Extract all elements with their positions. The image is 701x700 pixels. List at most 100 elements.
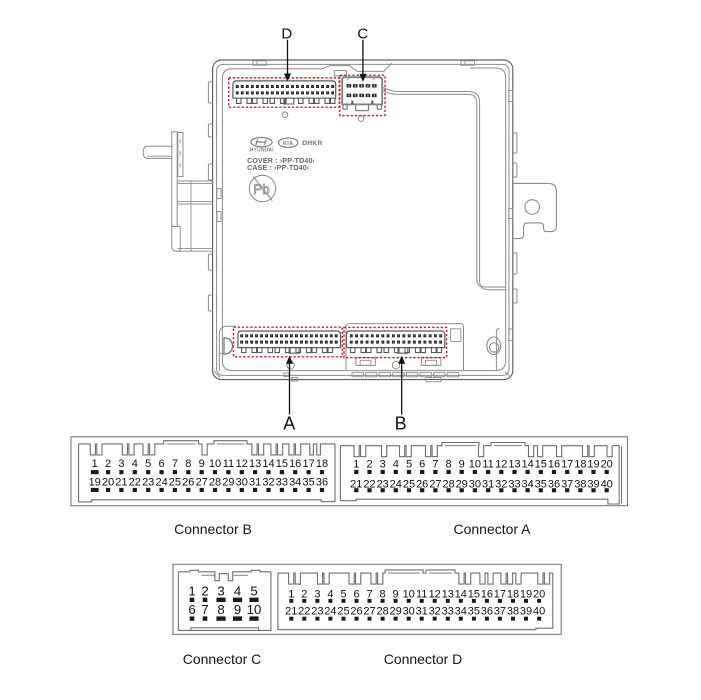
svg-text:33: 33	[508, 478, 520, 490]
svg-text:1: 1	[288, 588, 294, 600]
svg-text:16: 16	[481, 588, 493, 600]
svg-text:CASE : ›PP-TD40‹: CASE : ›PP-TD40‹	[247, 164, 310, 172]
svg-text:24: 24	[324, 606, 336, 618]
svg-text:20: 20	[102, 477, 114, 489]
svg-text:7: 7	[201, 602, 208, 617]
svg-text:21: 21	[285, 606, 297, 618]
svg-text:1: 1	[353, 458, 359, 470]
svg-text:5: 5	[145, 458, 151, 470]
svg-text:13: 13	[508, 458, 520, 470]
svg-text:19: 19	[520, 588, 532, 600]
svg-text:37: 37	[561, 478, 573, 490]
svg-text:3: 3	[217, 584, 224, 599]
svg-text:21: 21	[350, 478, 362, 490]
svg-text:3: 3	[380, 458, 386, 470]
svg-text:13: 13	[249, 458, 261, 470]
svg-text:5: 5	[406, 458, 412, 470]
svg-text:11: 11	[482, 458, 493, 470]
svg-text:15: 15	[535, 458, 547, 470]
svg-text:2: 2	[105, 458, 111, 470]
svg-text:1: 1	[188, 584, 195, 599]
svg-text:8: 8	[380, 588, 386, 600]
svg-text:12: 12	[495, 458, 507, 470]
svg-text:36: 36	[481, 606, 493, 618]
svg-text:15: 15	[276, 458, 288, 470]
svg-text:14: 14	[262, 458, 274, 470]
svg-text:DHKR: DHKR	[302, 140, 322, 147]
svg-text:7: 7	[366, 588, 372, 600]
svg-text:29: 29	[456, 478, 468, 490]
svg-text:27: 27	[196, 477, 208, 489]
svg-text:COVER : ›PP-TD40‹: COVER : ›PP-TD40‹	[247, 157, 315, 165]
svg-text:23: 23	[377, 478, 389, 490]
svg-text:Connector A: Connector A	[453, 521, 531, 537]
svg-text:40: 40	[601, 478, 613, 490]
svg-text:39: 39	[520, 606, 532, 618]
svg-text:12: 12	[429, 588, 441, 600]
svg-text:6: 6	[188, 602, 195, 617]
svg-text:D: D	[281, 26, 292, 43]
svg-text:3: 3	[314, 588, 320, 600]
svg-text:23: 23	[311, 606, 323, 618]
svg-text:KIA: KIA	[283, 141, 294, 147]
svg-text:19: 19	[587, 458, 599, 470]
svg-text:15: 15	[468, 588, 480, 600]
svg-text:13: 13	[442, 588, 454, 600]
svg-text:10: 10	[209, 458, 221, 470]
svg-text:36: 36	[316, 477, 328, 489]
svg-text:22: 22	[129, 477, 141, 489]
svg-text:26: 26	[182, 477, 194, 489]
svg-text:14: 14	[455, 588, 467, 600]
svg-text:17: 17	[494, 588, 506, 600]
svg-text:26: 26	[350, 606, 362, 618]
svg-text:37: 37	[494, 606, 506, 618]
svg-text:24: 24	[390, 478, 402, 490]
svg-text:30: 30	[469, 478, 481, 490]
svg-text:27: 27	[429, 478, 441, 490]
svg-text:28: 28	[442, 478, 454, 490]
svg-text:32: 32	[495, 478, 507, 490]
svg-text:4: 4	[132, 458, 138, 470]
svg-text:6: 6	[159, 458, 165, 470]
svg-text:35: 35	[468, 606, 480, 618]
svg-text:38: 38	[574, 478, 586, 490]
svg-text:31: 31	[482, 478, 494, 490]
svg-text:2: 2	[301, 588, 307, 600]
svg-text:25: 25	[337, 606, 349, 618]
svg-text:30: 30	[236, 477, 248, 489]
svg-text:10: 10	[469, 458, 481, 470]
svg-text:Connector D: Connector D	[384, 651, 463, 667]
svg-text:25: 25	[403, 478, 415, 490]
svg-text:Connector C: Connector C	[183, 651, 262, 667]
svg-text:35: 35	[302, 477, 314, 489]
svg-text:B: B	[395, 414, 407, 434]
svg-text:4: 4	[327, 588, 333, 600]
svg-text:26: 26	[416, 478, 428, 490]
svg-text:2: 2	[201, 584, 208, 599]
svg-text:22: 22	[298, 606, 310, 618]
svg-text:8: 8	[217, 602, 224, 617]
svg-text:33: 33	[442, 606, 454, 618]
svg-text:25: 25	[169, 477, 181, 489]
svg-text:7: 7	[432, 458, 438, 470]
svg-text:32: 32	[262, 477, 274, 489]
svg-text:C: C	[357, 26, 368, 43]
svg-text:16: 16	[289, 458, 301, 470]
svg-text:18: 18	[507, 588, 519, 600]
svg-text:9: 9	[459, 458, 465, 470]
svg-text:Pb: Pb	[253, 182, 270, 197]
svg-text:5: 5	[340, 588, 346, 600]
svg-text:38: 38	[507, 606, 519, 618]
svg-text:30: 30	[403, 606, 415, 618]
svg-text:A: A	[283, 414, 295, 434]
svg-text:3: 3	[118, 458, 124, 470]
svg-text:34: 34	[455, 606, 467, 618]
svg-text:31: 31	[249, 477, 261, 489]
svg-text:20: 20	[533, 588, 545, 600]
svg-text:20: 20	[601, 458, 613, 470]
svg-text:22: 22	[363, 478, 375, 490]
svg-text:24: 24	[155, 477, 167, 489]
svg-text:9: 9	[234, 602, 241, 617]
svg-text:16: 16	[548, 458, 560, 470]
svg-text:28: 28	[376, 606, 388, 618]
